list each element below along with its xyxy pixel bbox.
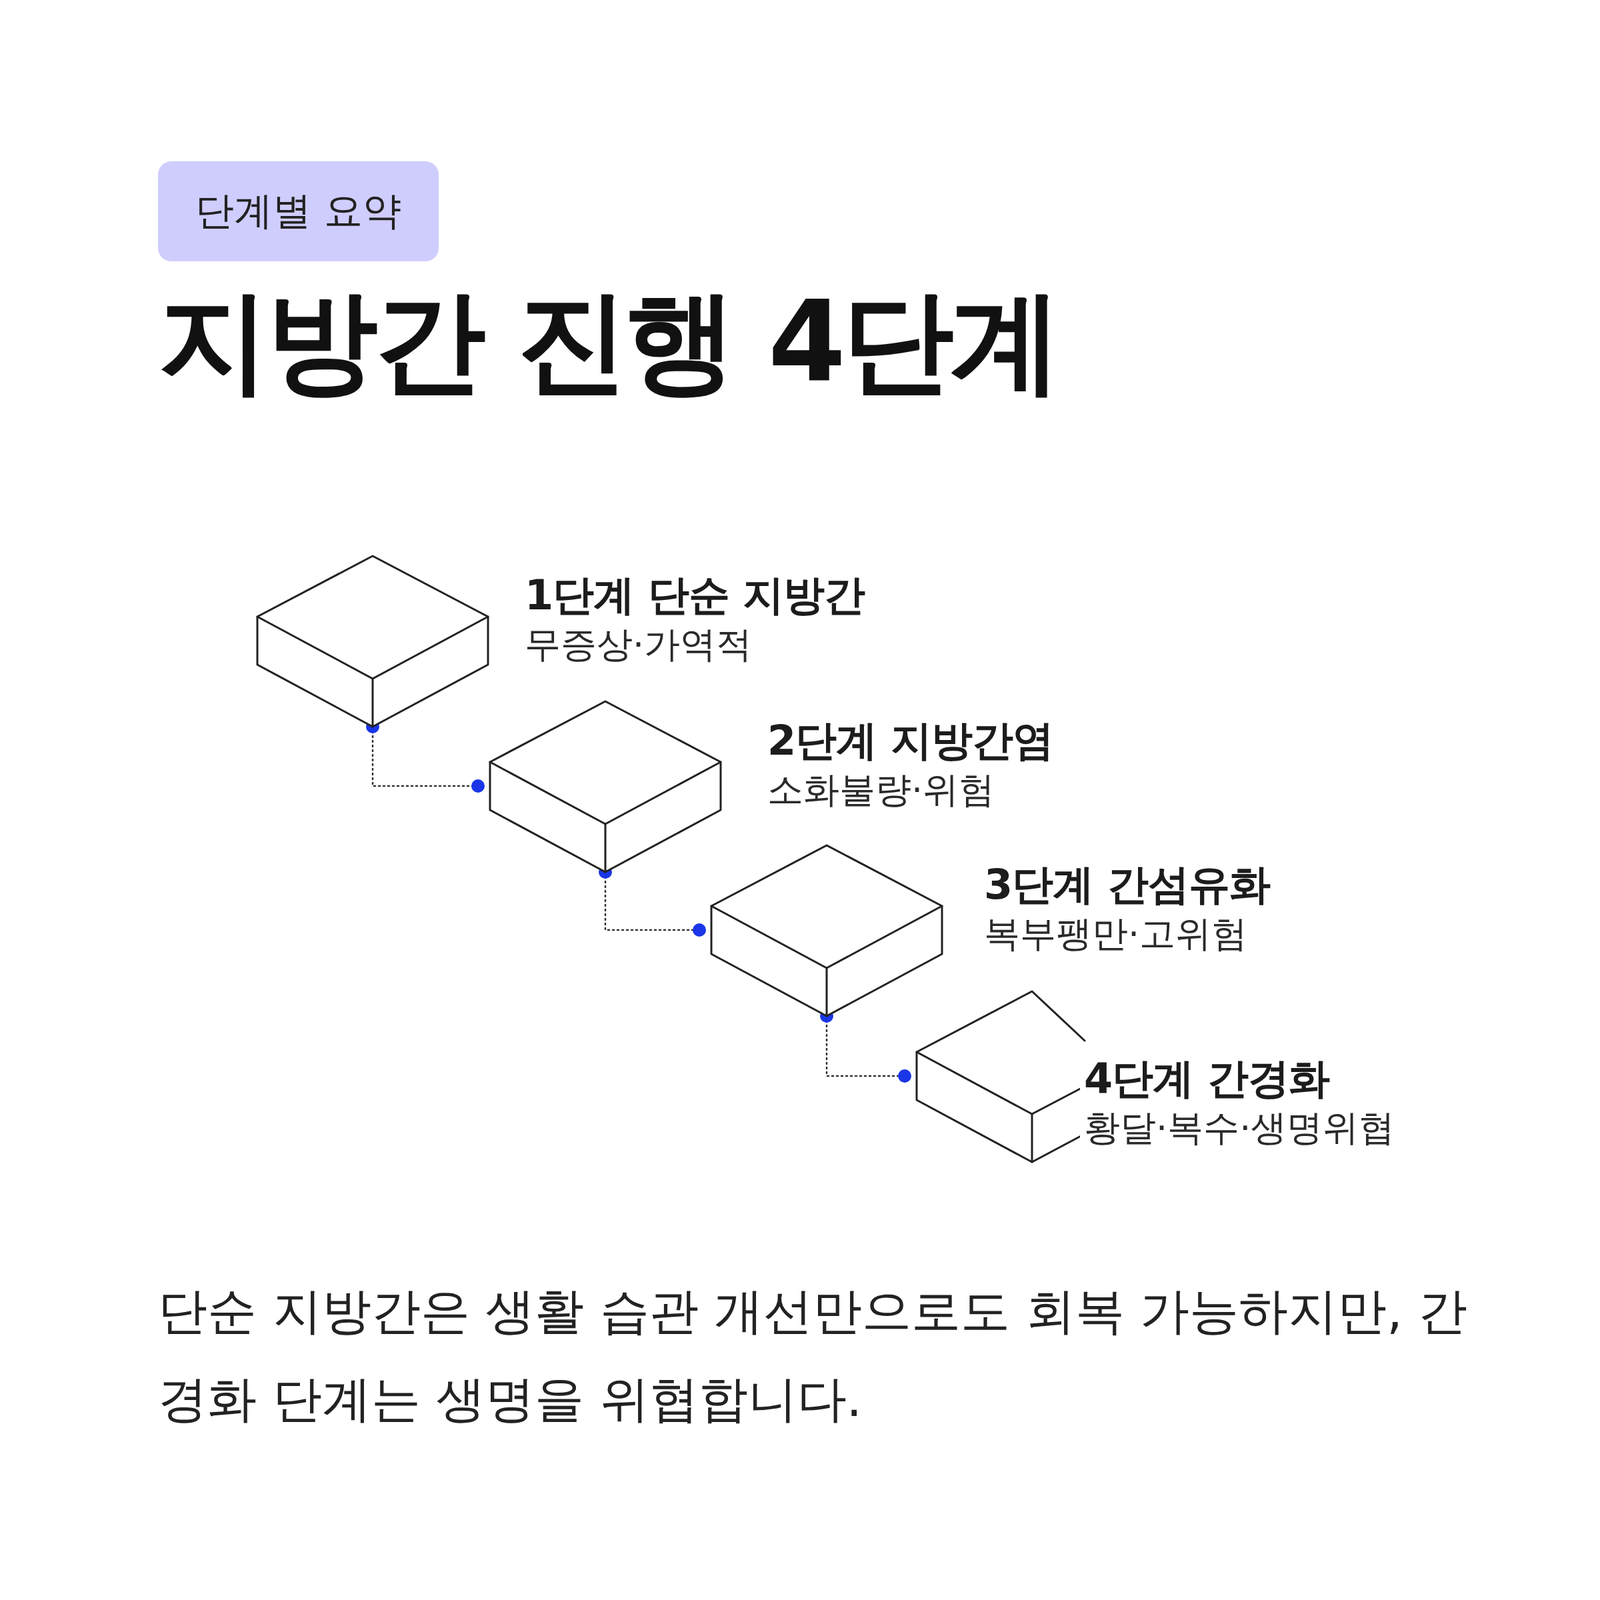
end-dot <box>471 779 485 793</box>
stage-heading: 3단계 간섬유화 <box>984 858 1270 911</box>
stage-block: 1단계 단순 지방간무증상·가역적 <box>257 556 488 727</box>
block-edge <box>604 824 607 872</box>
stage-heading: 1단계 단순 지방간 <box>524 569 865 622</box>
block-fill <box>490 701 721 872</box>
block-edge <box>916 991 1087 1114</box>
stage-desc: 소화불량·위험 <box>767 766 1054 814</box>
dotted-line <box>605 872 700 930</box>
summary-tag: 단계별 요약 <box>158 161 439 262</box>
block-fill <box>257 556 488 727</box>
stage-desc: 황달·복수·생명위협 <box>1084 1104 1395 1152</box>
block-edge <box>257 556 488 679</box>
caption-text: 단순 지방간은 생활 습관 개선만으로도 회복 가능하지만, 간경화 단계는 생… <box>158 1266 1498 1443</box>
stage-label: 2단계 지방간염소화불량·위험 <box>763 714 1058 814</box>
stage-block: 2단계 지방간염소화불량·위험 <box>490 701 721 872</box>
page-title: 지방간 진행 4단계 <box>158 280 1058 404</box>
stage-label: 1단계 단순 지방간무증상·가역적 <box>520 569 869 668</box>
block-fill <box>711 845 942 1016</box>
connector <box>598 865 706 937</box>
connector <box>820 1009 912 1083</box>
stage-heading: 4단계 간경화 <box>1084 1052 1395 1105</box>
dotted-line <box>372 726 478 786</box>
end-dot <box>692 923 706 937</box>
connector <box>366 720 485 793</box>
stage-block: 3단계 간섬유화복부팽만·고위험 <box>711 845 942 1016</box>
block-edge <box>916 1052 1085 1162</box>
block-edge <box>1031 1114 1034 1162</box>
block-edge <box>372 678 374 727</box>
dotted-line <box>826 1016 905 1076</box>
stage-desc: 무증상·가역적 <box>524 621 865 668</box>
block-shape <box>711 845 942 1016</box>
stage-desc: 복부팽만·고위험 <box>984 910 1270 958</box>
stage-block: 4단계 간경화황달·복수·생명위협 <box>916 991 1148 1162</box>
end-dot <box>898 1069 912 1083</box>
block-edge <box>711 845 942 968</box>
block-edge <box>490 701 721 824</box>
tag-text: 단계별 요약 <box>195 185 401 238</box>
block-edge <box>826 968 828 1016</box>
block-edge <box>257 616 488 727</box>
stage-label: 4단계 간경화황달·복수·생명위협 <box>1080 1052 1399 1152</box>
stage-heading: 2단계 지방간염 <box>767 714 1054 767</box>
block-shape <box>257 556 488 727</box>
block-shape <box>490 701 721 872</box>
block-edge <box>711 906 942 1016</box>
stage-label: 3단계 간섬유화복부팽만·고위험 <box>980 858 1274 958</box>
block-edge <box>490 762 721 872</box>
